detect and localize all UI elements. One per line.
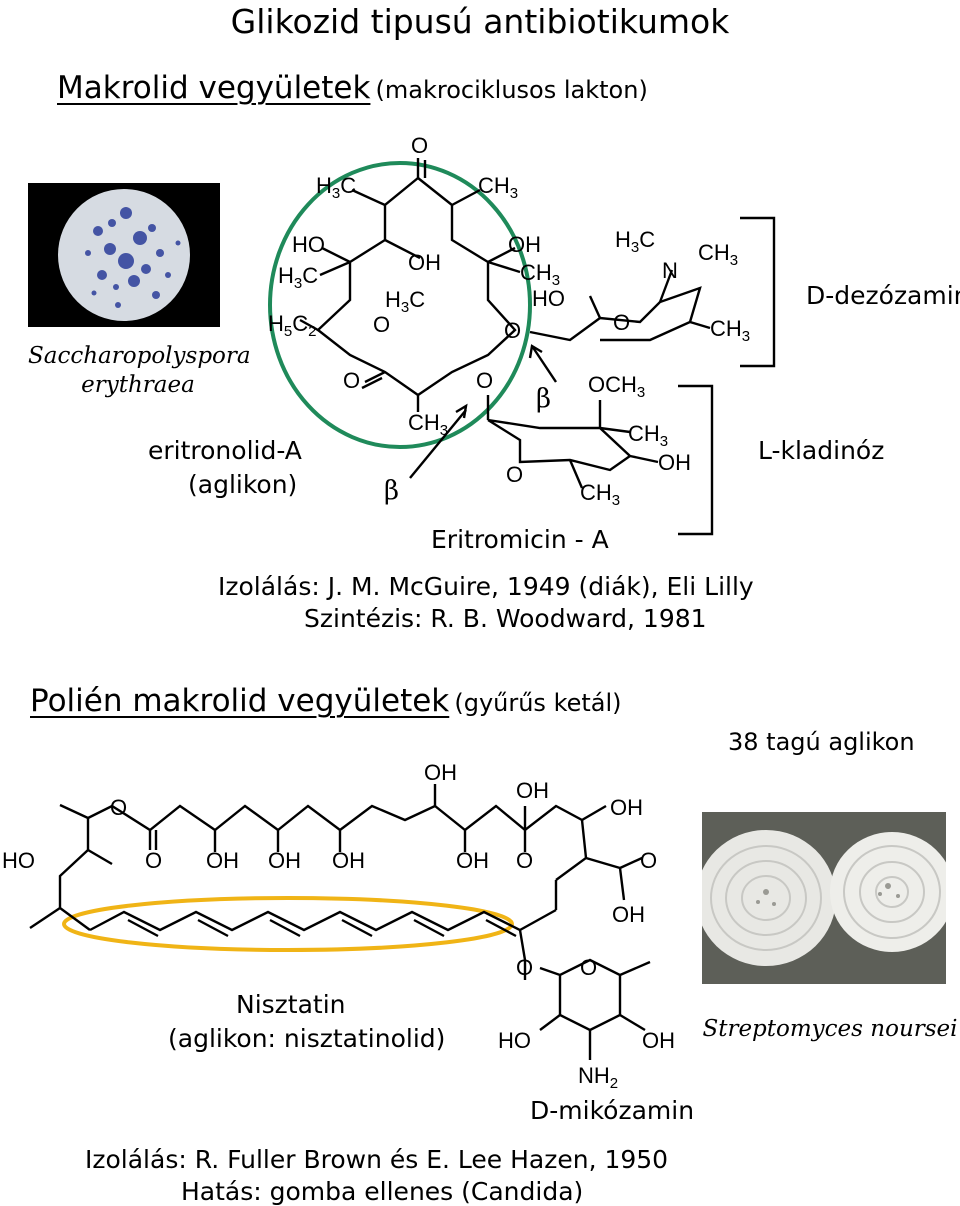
svg-text:O: O <box>411 133 428 158</box>
svg-text:CH3: CH3 <box>710 316 750 345</box>
streptomyces-caption: Streptomyces noursei <box>702 1016 958 1042</box>
svg-text:HO: HO <box>532 286 565 311</box>
section1-heading-row: Makrolid vegyületek (makrociklusos lakto… <box>57 70 648 106</box>
cladinose-label: L-kladinóz <box>758 436 885 465</box>
svg-text:NH2: NH2 <box>578 1063 618 1092</box>
polyene-chain <box>89 910 527 980</box>
section1-heading: Makrolid vegyületek <box>57 70 371 106</box>
svg-text:O: O <box>506 462 523 487</box>
svg-text:HO: HO <box>2 848 35 873</box>
svg-text:H5C2: H5C2 <box>268 311 316 340</box>
aglikon-note: (aglikon) <box>188 470 298 499</box>
nystatin-note: (aglikon: nisztatinolid) <box>168 1024 446 1053</box>
photo-caption-line2: erythraea <box>81 372 195 398</box>
top-chain <box>87 804 588 881</box>
svg-text:OH: OH <box>424 760 457 785</box>
svg-text:OH: OH <box>332 848 365 873</box>
section2-heading: Polién makrolid vegyületek <box>30 683 450 719</box>
nystatin-effect: Hatás: gomba ellenes (Candida) <box>181 1177 584 1206</box>
mycosamine-label: D-mikózamin <box>530 1096 695 1125</box>
svg-text:O: O <box>504 318 521 343</box>
svg-text:O: O <box>516 955 533 980</box>
cladinose-ring <box>487 418 632 472</box>
nystatin-isolation: Izolálás: R. Fuller Brown és E. Lee Haze… <box>85 1145 669 1174</box>
svg-text:OH: OH <box>658 450 691 475</box>
svg-text:OH: OH <box>508 232 541 257</box>
svg-text:OH: OH <box>408 250 441 275</box>
beta-label-1: β <box>384 476 400 506</box>
svg-text:O: O <box>110 795 127 820</box>
svg-text:OH: OH <box>268 848 301 873</box>
svg-text:OH: OH <box>642 1028 675 1053</box>
svg-text:OCH3: OCH3 <box>588 372 645 401</box>
svg-text:O: O <box>640 848 657 873</box>
svg-text:O: O <box>373 312 390 337</box>
svg-text:HO: HO <box>498 1028 531 1053</box>
desosamine-label: D-dezózamin <box>806 281 960 310</box>
section1-heading-note: (makrociklusos lakton) <box>375 76 648 104</box>
photo-caption-line1: Saccharopolyspora <box>28 343 251 369</box>
beta-label-2: β <box>536 384 552 414</box>
svg-text:O: O <box>580 955 597 980</box>
erythromycin-synthesis: Szintézis: R. B. Woodward, 1981 <box>304 604 707 633</box>
nystatin-name: Nisztatin <box>236 990 346 1019</box>
erythromycin-isolation: Izolálás: J. M. McGuire, 1949 (diák), El… <box>218 572 754 601</box>
polyene-highlight-ellipse <box>62 896 514 952</box>
mycosamine-ring <box>539 958 622 1032</box>
aglycone-highlight-ellipse <box>268 161 532 449</box>
svg-text:HO: HO <box>292 232 325 257</box>
svg-text:N: N <box>662 258 678 283</box>
svg-text:O: O <box>476 368 493 393</box>
svg-text:OH: OH <box>612 902 645 927</box>
svg-text:O: O <box>145 848 162 873</box>
ring-size-label: 38 tagú aglikon <box>728 728 915 756</box>
page-title: Glikozid tipusú antibiotikumok <box>230 2 730 41</box>
svg-text:OH: OH <box>516 778 549 803</box>
svg-text:OH: OH <box>456 848 489 873</box>
section2-heading-row: Polién makrolid vegyületek (gyűrűs ketál… <box>30 683 622 719</box>
streptomyces-photo <box>702 812 946 984</box>
section2-heading-note: (gyűrűs ketál) <box>454 689 622 717</box>
svg-text:O: O <box>613 310 630 335</box>
erythromycin-name: Eritromicin - A <box>431 525 609 554</box>
svg-text:OH: OH <box>206 848 239 873</box>
saccharopolyspora-photo <box>28 183 220 327</box>
svg-text:OH: OH <box>610 795 643 820</box>
aglikon-label: eritronolid-A <box>148 436 302 465</box>
svg-text:O: O <box>343 368 360 393</box>
svg-text:O: O <box>516 848 533 873</box>
erythromycin-structure: O H3C CH3 HO OH H3C OH CH3 H3C H5C2 O O … <box>268 133 776 536</box>
